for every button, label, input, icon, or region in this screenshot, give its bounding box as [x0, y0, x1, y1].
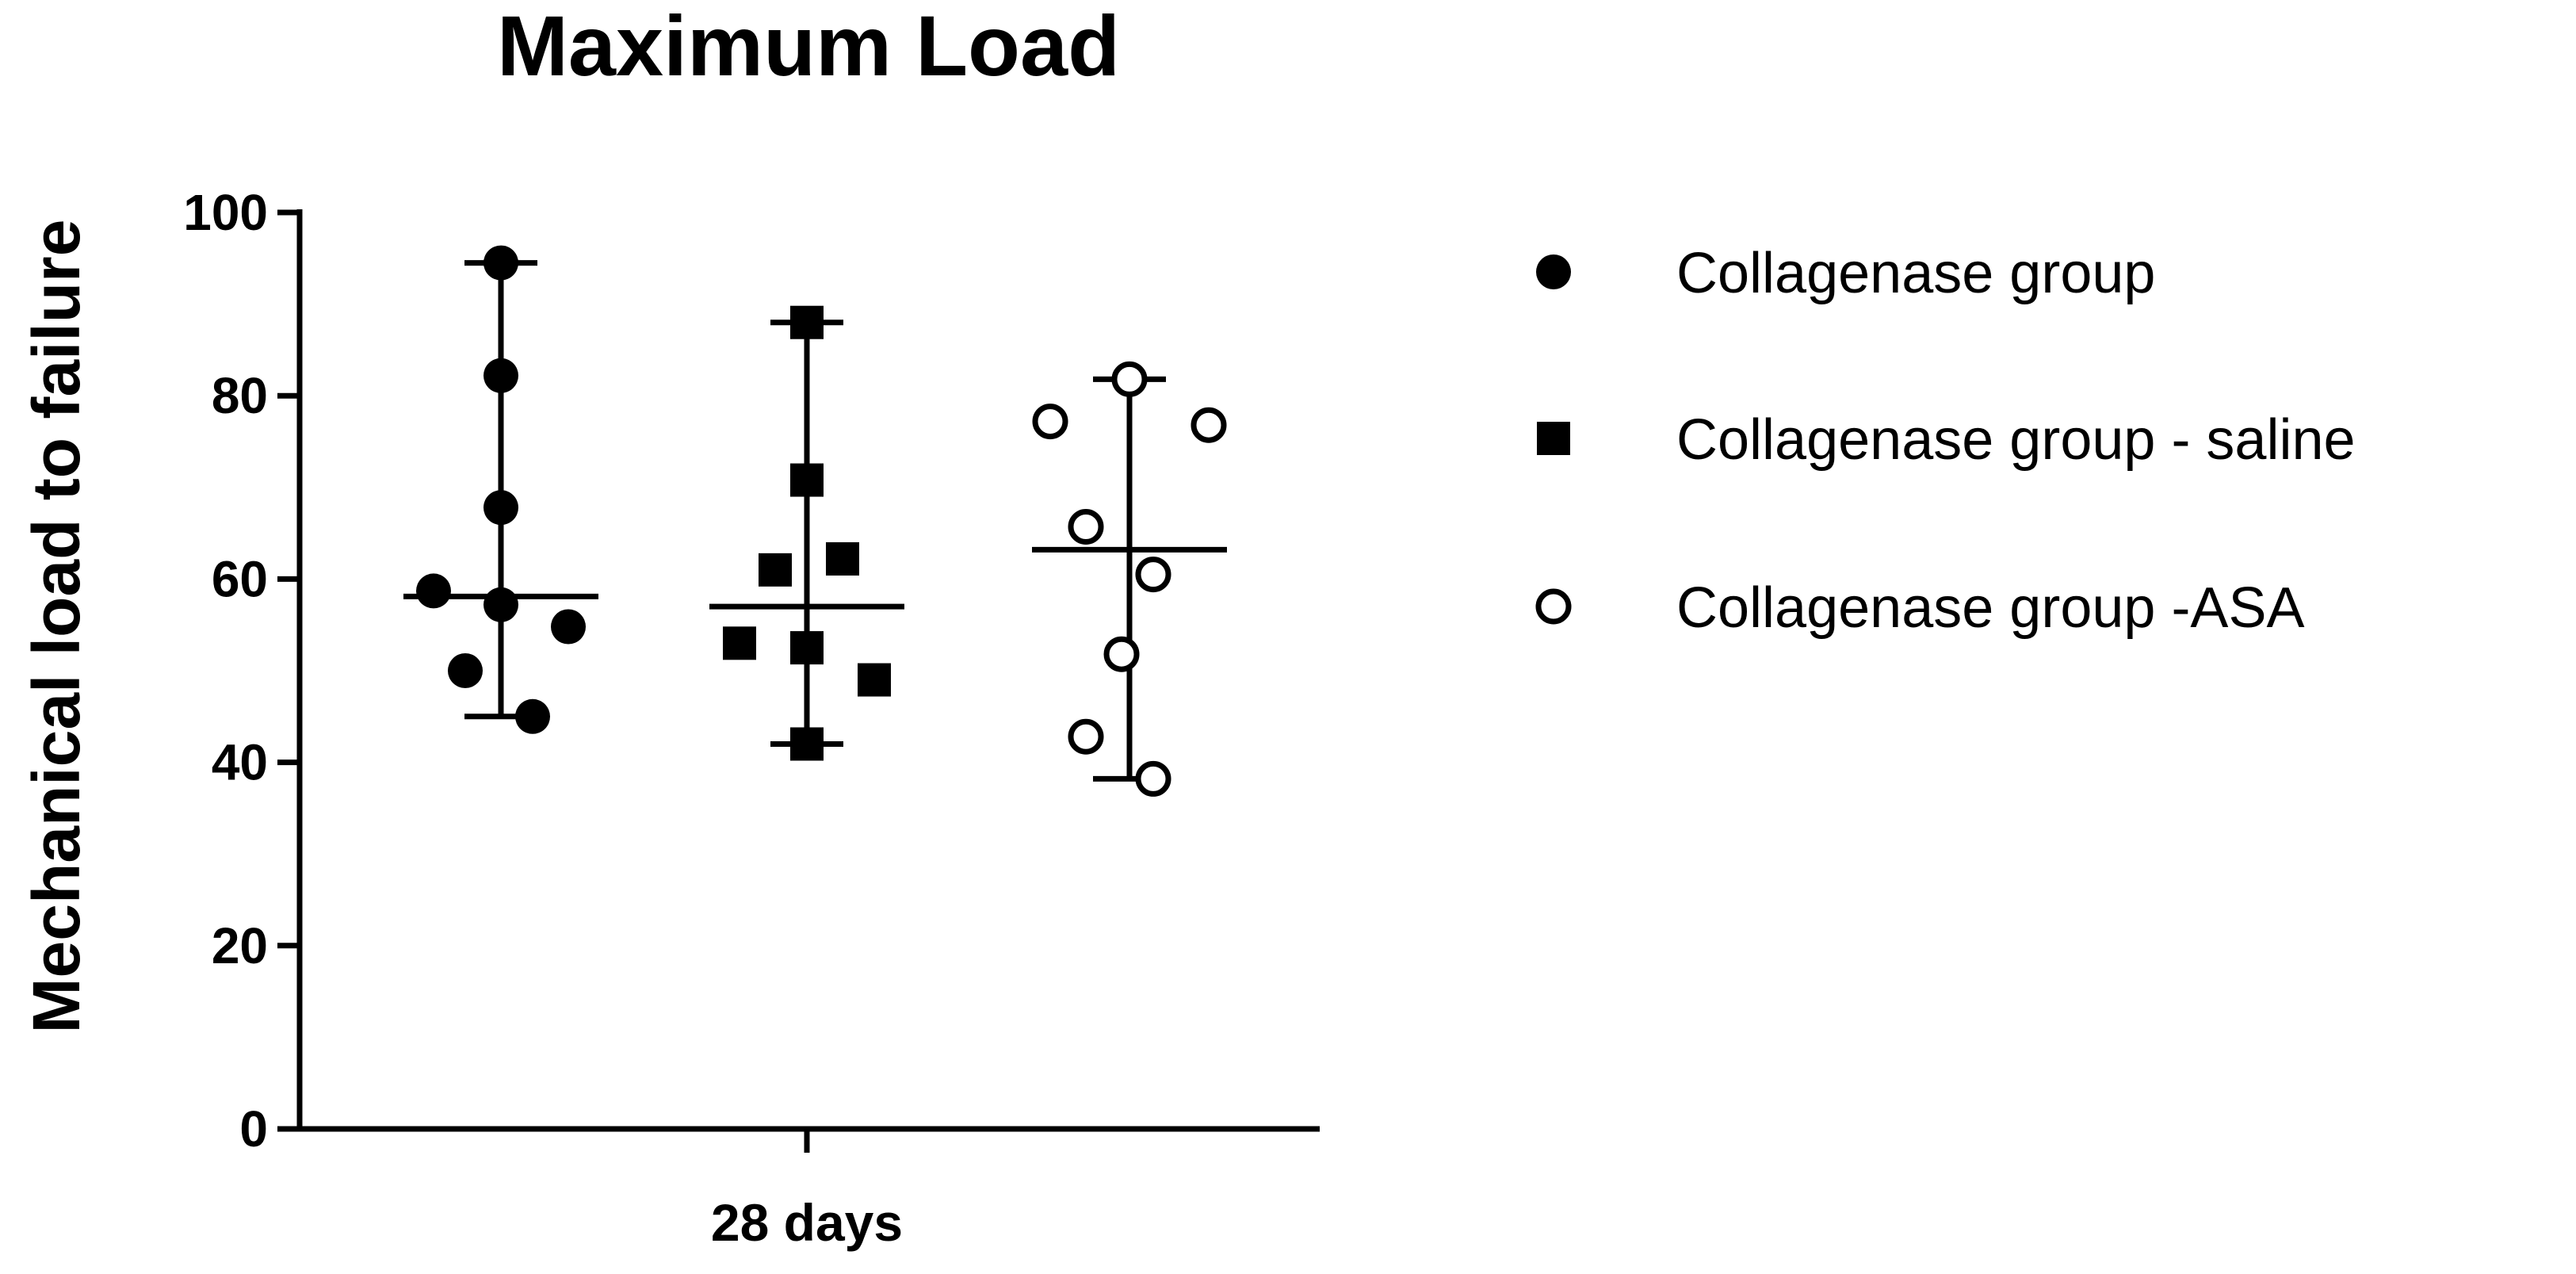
y-tick-label: 80: [212, 367, 268, 424]
data-point: [515, 698, 550, 734]
axes: 0 20 40 60 80 100 28 days: [183, 184, 1320, 1252]
y-tick-label: 0: [239, 1100, 268, 1157]
legend-marker-icon: [1535, 588, 1572, 625]
y-axis-title: Mechanical load to failure: [19, 220, 94, 1034]
legend-entry-label: Collagenase group: [1676, 242, 2155, 305]
data-point: [448, 653, 483, 688]
data-point: [790, 727, 824, 761]
y-tick-label: 100: [183, 184, 268, 241]
data-point: [1068, 509, 1104, 545]
y-tick-label: 20: [212, 917, 268, 974]
legend-marker-icon: [1536, 254, 1571, 289]
data-point: [1135, 557, 1171, 593]
x-tick-label: 28 days: [711, 1193, 903, 1252]
data-point: [483, 245, 518, 281]
legend-marker-icon: [1537, 422, 1570, 455]
series-group: [403, 245, 598, 734]
data-point: [1068, 718, 1104, 755]
series-group: [1032, 361, 1227, 797]
data-point: [790, 631, 824, 665]
data-point: [858, 663, 891, 697]
data-point: [1111, 361, 1148, 397]
data-point: [723, 626, 756, 660]
data-point: [790, 463, 824, 497]
data-point: [551, 609, 586, 645]
legend-entry-label: Collagenase group - saline: [1676, 408, 2356, 472]
data-point: [759, 553, 792, 587]
chart-title: Maximum Load: [497, 0, 1120, 94]
series-group: [709, 305, 904, 761]
legend-entry-label: Collagenase group -ASA: [1676, 576, 2305, 640]
data-point: [790, 305, 824, 339]
data-point: [1135, 760, 1171, 797]
y-tick-label: 40: [212, 734, 268, 791]
data-point: [416, 573, 451, 609]
data-point: [826, 541, 859, 576]
data-point: [483, 490, 518, 526]
data-point: [483, 358, 518, 393]
data-point: [1103, 636, 1140, 672]
data-point: [1032, 404, 1068, 440]
data-marks: [403, 245, 1227, 797]
data-point: [483, 587, 518, 622]
data-point: [1191, 407, 1227, 443]
y-tick-label: 60: [212, 550, 268, 607]
